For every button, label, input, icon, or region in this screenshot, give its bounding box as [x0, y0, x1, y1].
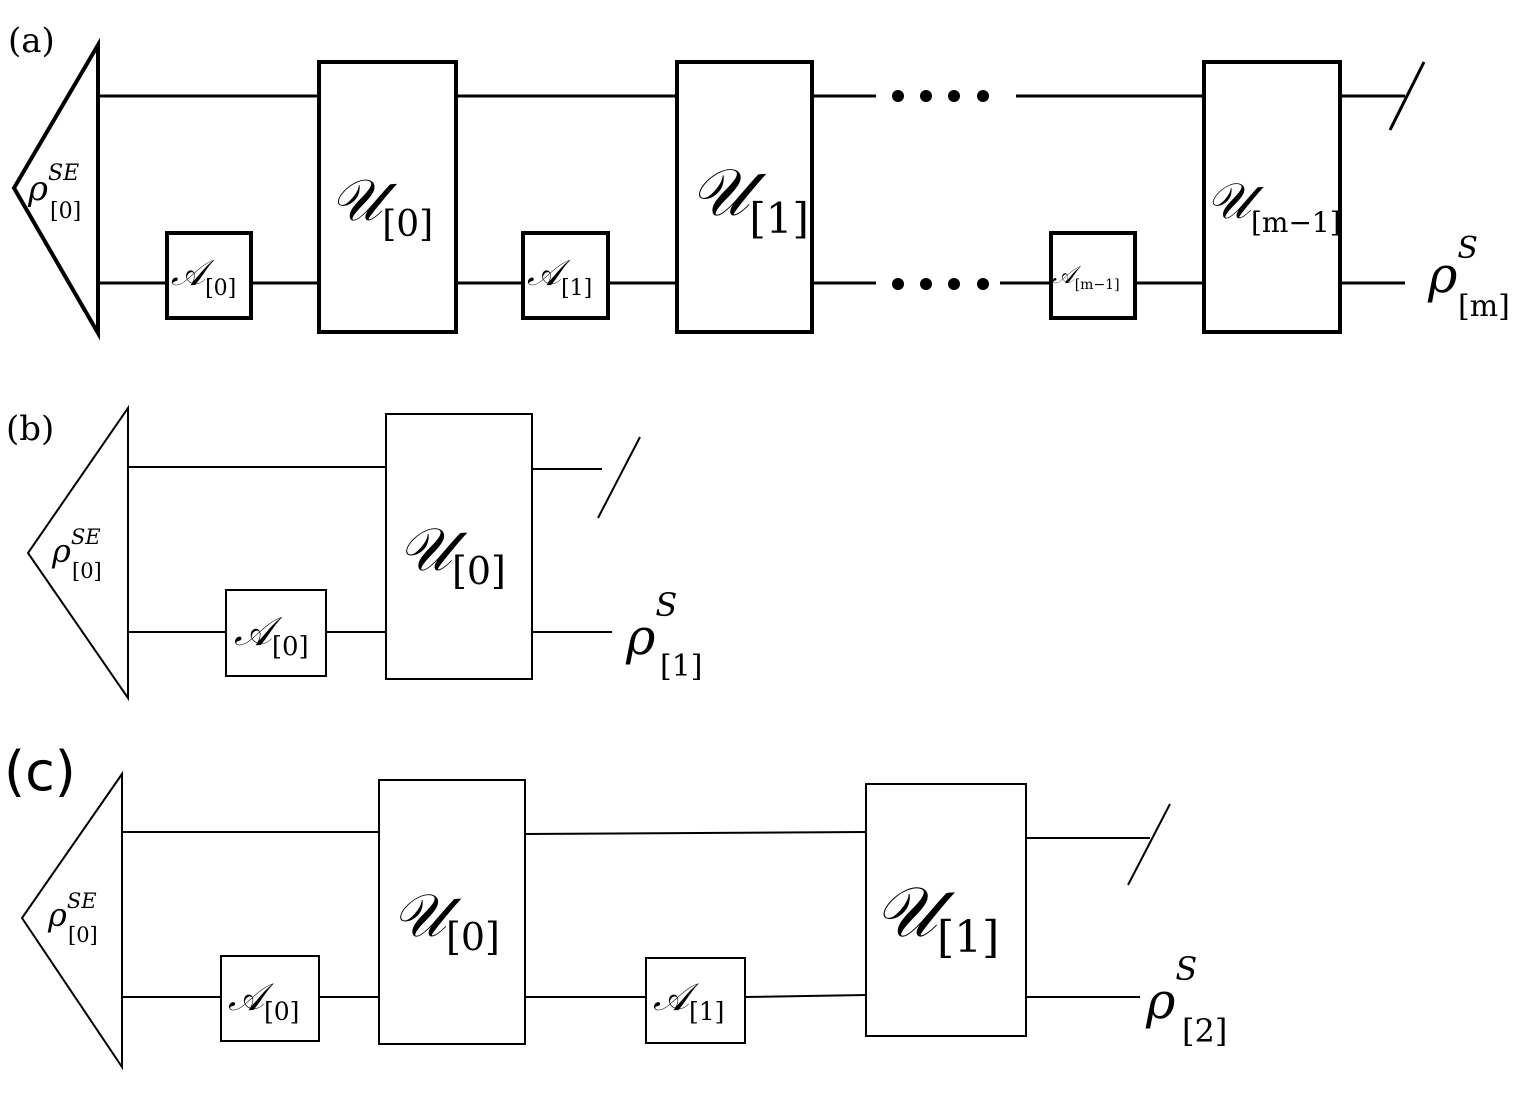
panel-a-label: (a): [8, 21, 55, 61]
panel-c-initial-state-label: ρSE[0]: [47, 889, 98, 947]
panel-c-system-wire: [744, 994, 867, 998]
panel-a-unitary-m-1-label: 𝒰[m−1]: [1206, 172, 1341, 239]
panel-a-map-1: [521, 231, 610, 320]
panel-b-map-0: [225, 589, 327, 677]
panel-a-map-0: [165, 231, 253, 320]
panel-a-map-m-1: [1049, 231, 1137, 320]
panel-c-map-1: [645, 957, 746, 1044]
panel-b-initial-state: [26, 404, 129, 702]
panel-a-ellipsis-top: [892, 90, 989, 102]
panel-a-ellipsis-bottom: [892, 278, 989, 290]
panel-a-unitary-m-1: [1202, 60, 1342, 334]
panel-c-initial-state: [20, 770, 123, 1071]
panel-c: (c) ρSE[0] 𝒜[0] 𝒜[1] 𝒰[0] 𝒰[1]: [4, 740, 1227, 1071]
panel-b-trace-slash: [597, 436, 641, 519]
panel-b: (b) ρSE[0] 𝒜[0] 𝒰[0] ρS[1]: [6, 404, 703, 702]
panel-a: (a) ρSE[0] 𝒜[0]: [8, 21, 1510, 341]
panel-a-initial-state-label: ρSE[0]: [27, 161, 81, 224]
panel-c-unitary-1: [865, 783, 1027, 1037]
panel-c-output-label: ρS[2]: [1145, 950, 1227, 1050]
panel-c-map-0: [220, 955, 320, 1042]
panel-a-trace-slash: [1388, 61, 1426, 131]
panel-a-unitary-1: [675, 60, 814, 334]
panel-c-unitary-0: [378, 779, 526, 1045]
panel-b-output-label: ρS[1]: [625, 586, 703, 684]
panel-a-unitary-0: [317, 60, 458, 334]
panel-b-label: (b): [6, 409, 54, 449]
panel-b-unitary-0: [385, 413, 533, 680]
panel-a-output-label: ρS[m]: [1427, 231, 1510, 324]
panel-b-initial-state-label: ρSE[0]: [51, 525, 102, 583]
panel-c-env-wire: [524, 831, 867, 835]
panel-a-initial-state: [11, 37, 100, 341]
panel-c-trace-slash: [1127, 803, 1171, 886]
panel-c-map-0-label: 𝒜[0]: [228, 975, 299, 1026]
panel-c-label: (c): [4, 740, 76, 803]
